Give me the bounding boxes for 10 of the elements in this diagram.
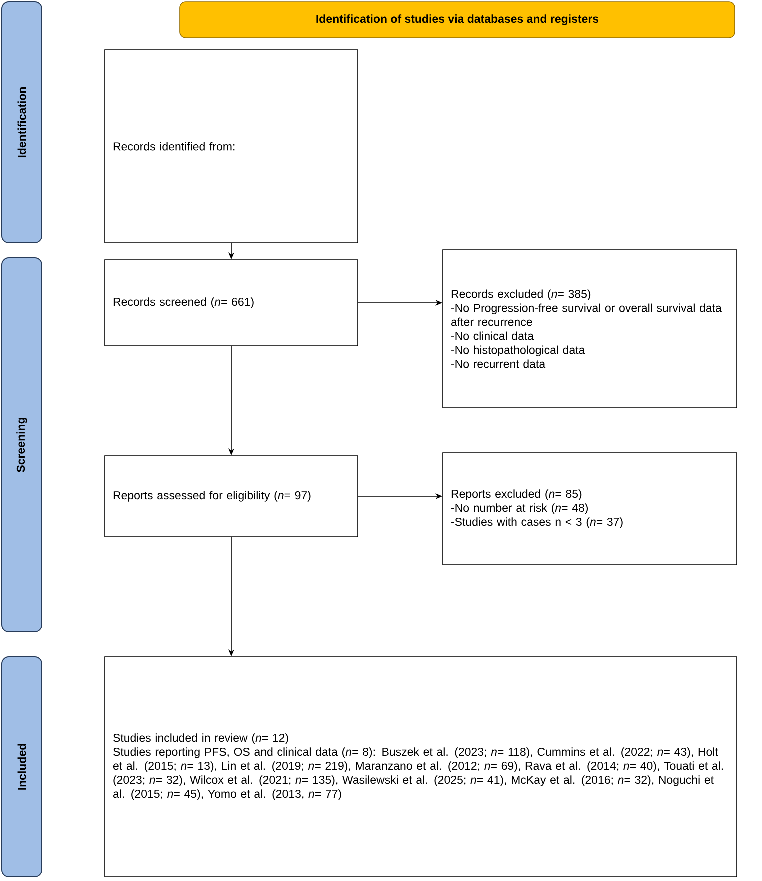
process-box: Studies included in review (n= 12) Studies reporting PFS, OS and clinical data (n= 8): Buszek et al. (2023; n= 118), Cummins et al. (2022; n= 43), Holt et al. (2015; n= 13), Lin et al. (2019; n= 219), Maranzano et al. (2012; n= 69), Rava et al. (2014; n= 40), Touati et al. (2023; n= 32), Wilcox et al. (2021; n= 135), Wasilewski et al. (2025; n= 41), McKay et al. (2016; n= 32), Noguchi et al. (2015; n= 45), Yomo et al. (2013, n= 77) (104, 656, 738, 878)
header-banner: Identification of studies via databases and registers (180, 2, 736, 38)
process-box: Reports excluded (n= 85) -No number at risk (n= 48) -Studies with cases n < 3 (n= 37) (442, 452, 738, 566)
process-box: Records screened (n= 661) (104, 260, 358, 346)
stage-band: Screening (2, 258, 42, 632)
stage-band: Identification (2, 2, 42, 244)
process-box: Reports assessed for eligibility (n= 97) (104, 456, 358, 538)
process-box: Records identified from: (104, 50, 358, 244)
stage-band: Included (2, 656, 42, 878)
process-box: Records excluded (n= 385) -No Progression-free survival or overall survival data after recurrence -No clinical data -No histopathological data -No recurrent data (442, 250, 738, 408)
